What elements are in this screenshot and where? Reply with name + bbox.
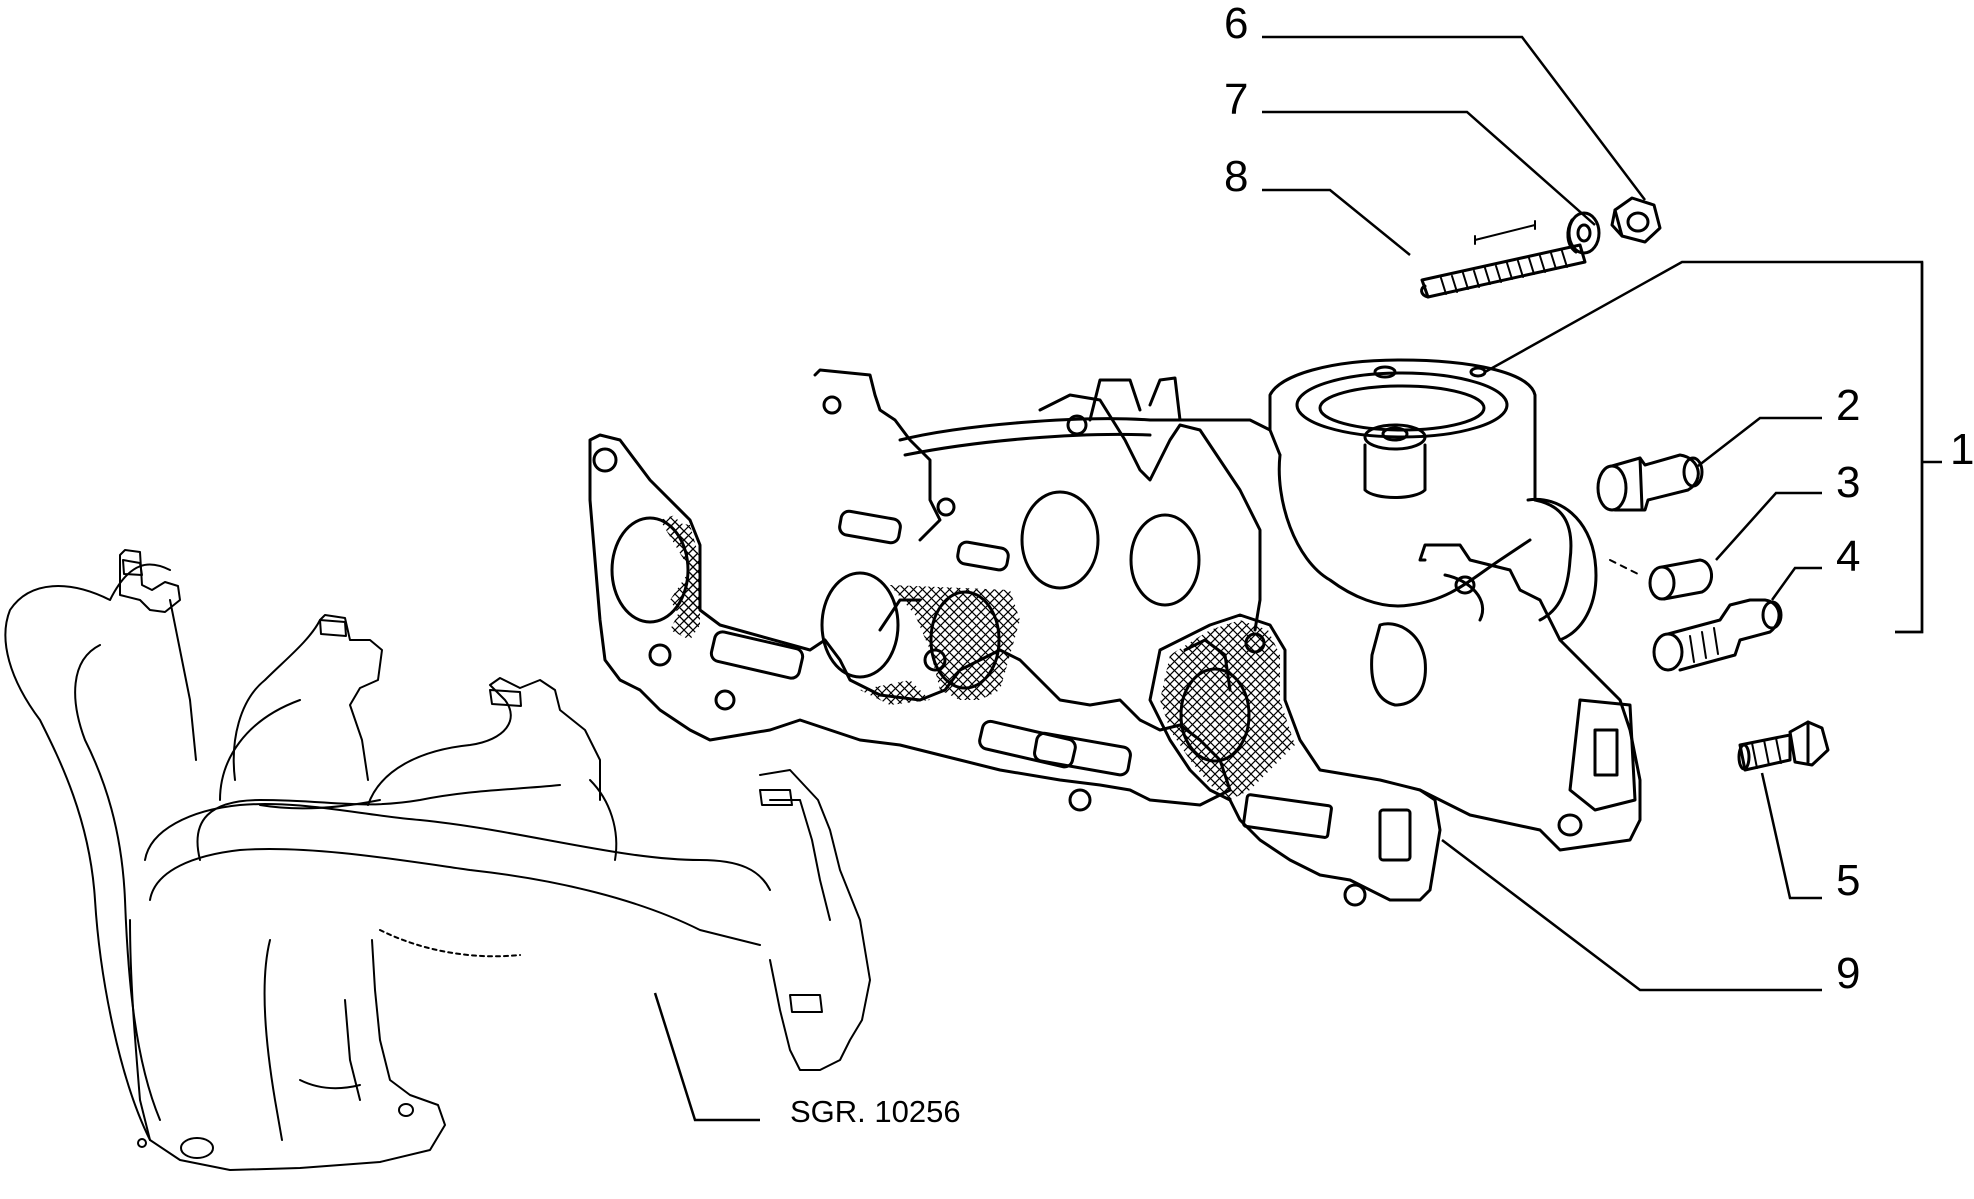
manifold-flange-plate <box>813 368 1262 632</box>
nut-part <box>1610 196 1662 244</box>
fitting-part-2 <box>1596 453 1704 512</box>
callout-1: 1 <box>1950 425 1974 474</box>
intake-manifold-assembly <box>898 358 1642 852</box>
callout-6: 6 <box>1224 0 1248 48</box>
callout-9: 9 <box>1836 949 1860 998</box>
plug-part-3 <box>1609 558 1713 601</box>
washer-part <box>1566 211 1601 255</box>
callout-5: 5 <box>1836 856 1860 905</box>
callout-2: 2 <box>1836 381 1860 430</box>
callout-4: 4 <box>1836 532 1860 581</box>
leader-lines <box>653 35 1942 1122</box>
callout-8: 8 <box>1224 152 1248 201</box>
callout-3: 3 <box>1836 458 1860 507</box>
callout-labels: 6 7 8 1 2 3 4 5 9 SGR. 10256 <box>790 0 1974 1129</box>
union-part-4 <box>1652 598 1783 672</box>
exhaust-manifold-reference <box>4 549 871 1171</box>
callout-7: 7 <box>1224 75 1248 124</box>
manifold-gasket-front <box>1033 613 1442 907</box>
gasket-seal-strip <box>660 515 700 630</box>
bolt-part-5 <box>1737 720 1830 772</box>
stud-part <box>1420 220 1587 299</box>
reference-note: SGR. 10256 <box>790 1094 961 1129</box>
